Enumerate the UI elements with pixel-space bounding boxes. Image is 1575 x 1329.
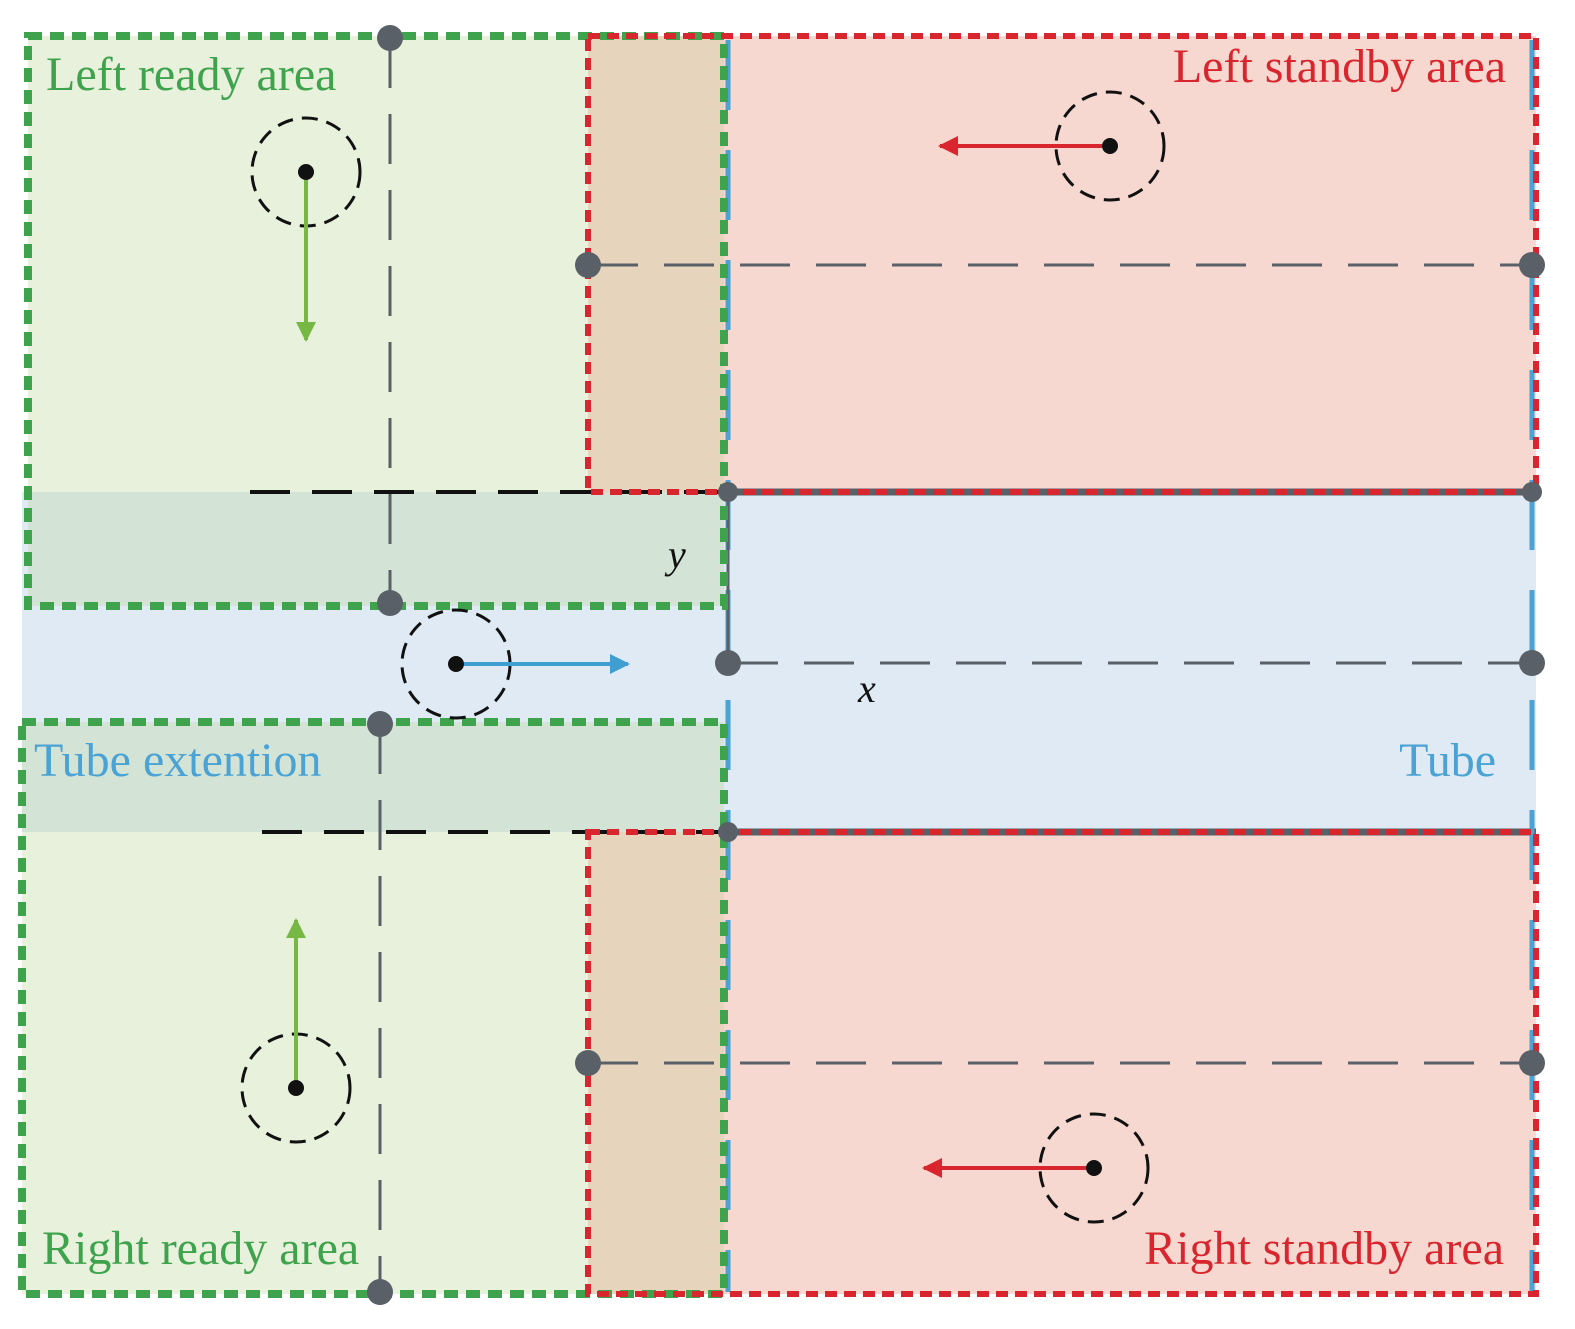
- agent-left-ready: [250, 116, 362, 342]
- ref-point: [1522, 482, 1542, 502]
- right-standby-area-label: Right standby area: [1144, 1222, 1504, 1275]
- ref-point: [367, 711, 393, 737]
- ref-point: [1519, 1050, 1545, 1076]
- ref-point: [715, 650, 741, 676]
- ref-point: [1519, 650, 1545, 676]
- ref-point: [377, 590, 403, 616]
- agent-tube-extension: [400, 608, 630, 720]
- ref-point: [575, 1050, 601, 1076]
- ref-point: [718, 482, 738, 502]
- agent-left-standby: [938, 90, 1166, 202]
- axis-y-label: y: [664, 532, 686, 577]
- agent-right-standby: [922, 1112, 1150, 1224]
- left-ready-area-border: [24, 32, 728, 610]
- left-ready-area-label: Left ready area: [46, 48, 336, 101]
- left-standby-area-label: Left standby area: [1173, 40, 1506, 93]
- ref-point: [377, 25, 403, 51]
- ref-point: [575, 252, 601, 278]
- left-ext-overlap-fill: [28, 492, 724, 606]
- right-ext-overlap-fill: [22, 722, 724, 832]
- agent-right-ready: [240, 918, 352, 1144]
- ref-point: [718, 822, 738, 842]
- axis-x-label: x: [857, 666, 876, 711]
- reference-points: [367, 25, 1545, 1305]
- right-ready-area-label: Right ready area: [42, 1222, 359, 1275]
- tube-extension-label: Tube extention: [34, 734, 322, 787]
- tube-label: Tube: [1399, 734, 1496, 787]
- ref-point: [367, 1279, 393, 1305]
- ref-point: [1519, 252, 1545, 278]
